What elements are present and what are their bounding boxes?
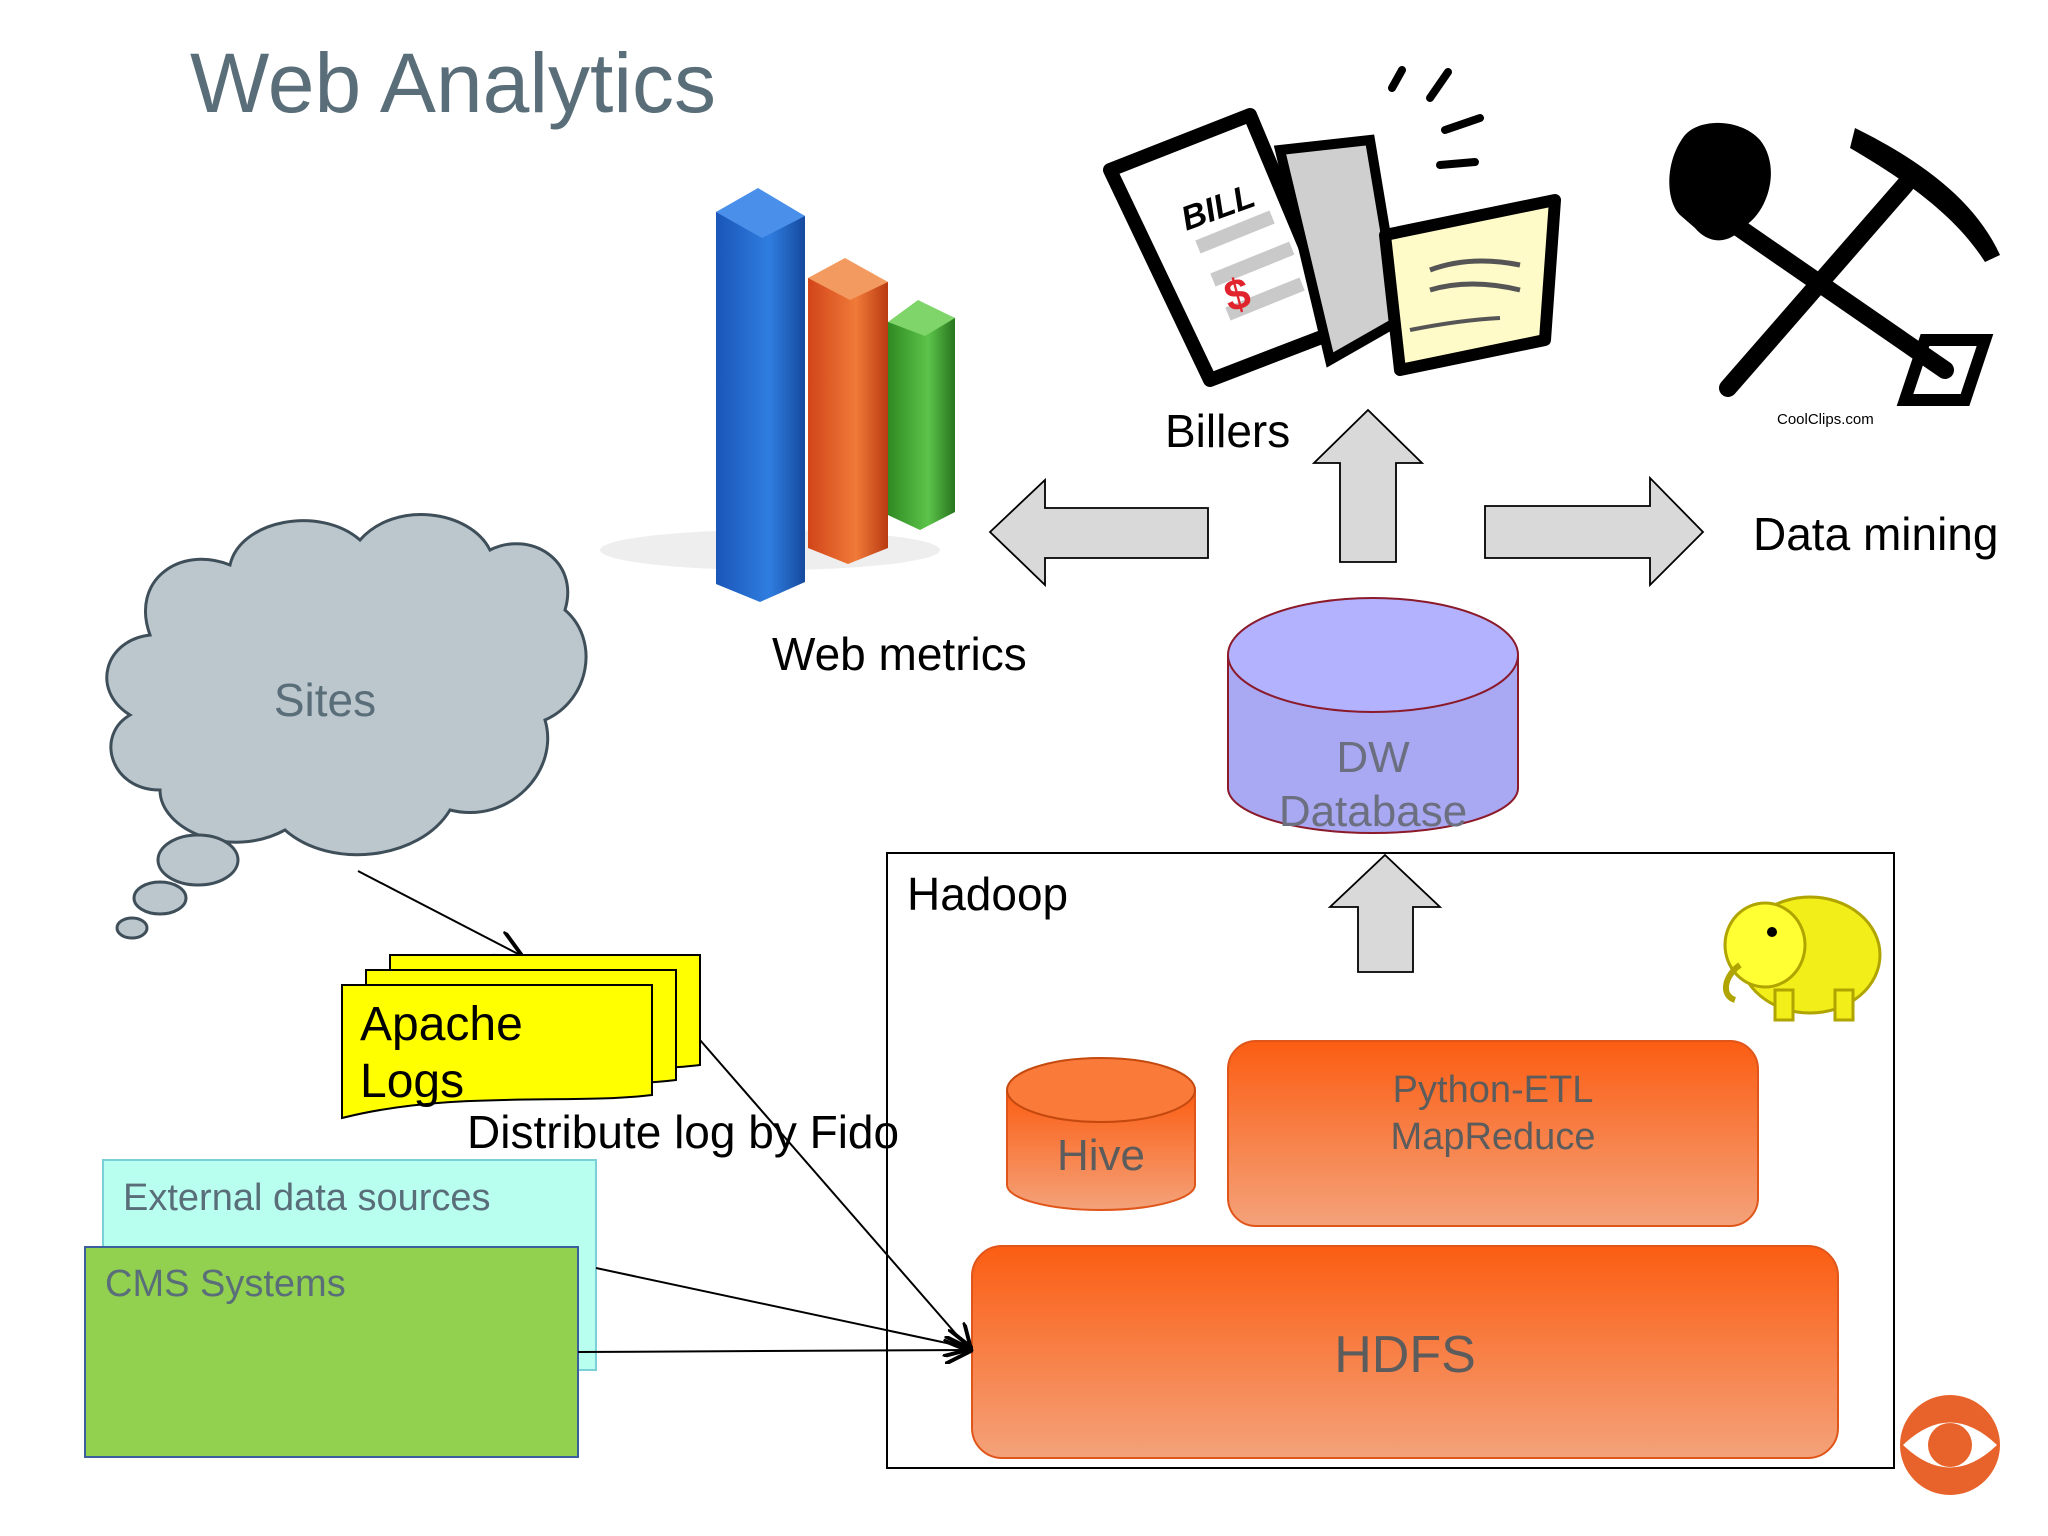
etl-line1-label: Python-ETL <box>1393 1069 1594 1111</box>
database-label: Database <box>1279 787 1467 836</box>
apache-line1-label: Apache <box>360 998 523 1051</box>
hdfs-label: HDFS <box>1334 1326 1476 1384</box>
apache-line2-label: Logs <box>360 1055 464 1108</box>
hadoop-label: Hadoop <box>907 868 1068 920</box>
hadoop-elephant-icon <box>1723 895 1882 1022</box>
hdfs-box: HDFS <box>971 1245 1839 1459</box>
arrow-hadoop-to-dw <box>1327 853 1443 973</box>
cms-label: CMS Systems <box>105 1263 346 1305</box>
external-label: External data sources <box>123 1177 491 1219</box>
arrow-to-web-metrics <box>988 477 1209 588</box>
shovel-pickaxe-icon: CoolClips.com <box>1669 122 2000 428</box>
distribute-log-label: Distribute log by Fido <box>467 1106 899 1158</box>
hadoop-container: Hadoop <box>886 852 1895 1469</box>
data-mining-label: Data mining <box>1753 508 1998 560</box>
billers-label: Billers <box>1165 405 1290 457</box>
dw-database-cylinder: DW Database <box>1227 597 1519 836</box>
dw-label: DW <box>1336 733 1410 782</box>
python-etl-mapreduce-box: Python-ETL MapReduce <box>1227 1040 1759 1227</box>
arrow-to-billers <box>1311 408 1425 563</box>
sites-cloud: Sites <box>105 513 588 940</box>
hive-cylinder: Hive <box>1006 1057 1196 1211</box>
coolclips-label: CoolClips.com <box>1777 411 1874 428</box>
bill-document-icon: BILL $ <box>1103 66 1561 387</box>
eye-logo-icon <box>1900 1395 2000 1495</box>
bar-chart-illustration-icon <box>600 188 955 602</box>
etl-line2-label: MapReduce <box>1391 1116 1596 1158</box>
hive-label: Hive <box>1057 1131 1145 1180</box>
page-title: Web Analytics <box>190 36 716 130</box>
cms-systems-box: CMS Systems <box>84 1246 579 1458</box>
arrow-to-data-mining <box>1484 475 1705 588</box>
sites-label: Sites <box>274 674 376 726</box>
web-metrics-label: Web metrics <box>772 628 1027 680</box>
apache-logs-stack: Apache Logs <box>341 954 701 1120</box>
